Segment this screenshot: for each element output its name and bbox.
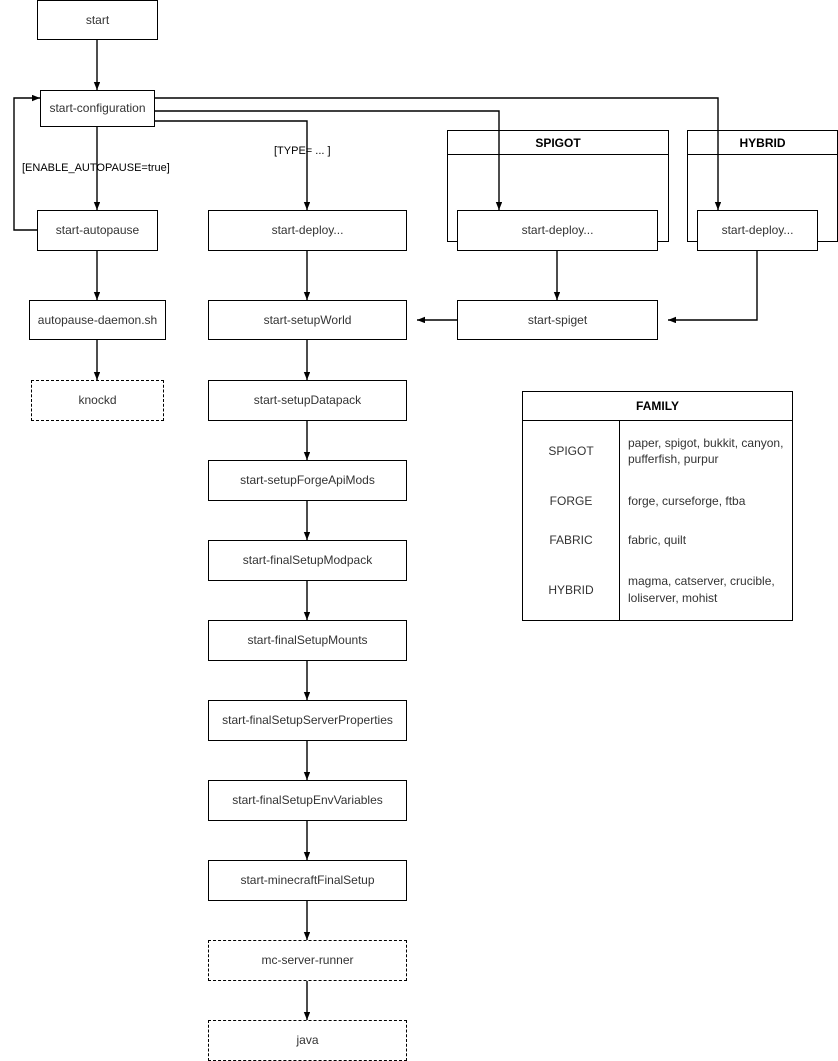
node-start-final-setup-modpack[interactable]: start-finalSetupModpack: [208, 540, 407, 581]
node-start-final-setup-modpack-label: start-finalSetupModpack: [242, 553, 373, 567]
node-start-spiget-label: start-spiget: [527, 312, 588, 327]
node-start-deploy-spigot-label: start-deploy...: [521, 223, 594, 237]
node-start-deploy-hybrid-label: start-deploy...: [721, 223, 794, 237]
family-key: HYBRID: [523, 559, 620, 620]
node-start-final-setup-mounts[interactable]: start-finalSetupMounts: [208, 620, 407, 661]
edge-configuration-to-main-deploy: [155, 120, 311, 210]
family-value: magma, catserver, crucible, loliserver, …: [628, 574, 775, 605]
node-start-autopause-label: start-autopause: [55, 223, 140, 237]
node-start-setup-world[interactable]: start-setupWorld: [208, 300, 407, 340]
node-start-setup-forge-api-mods-label: start-setupForgeApiMods: [240, 473, 375, 487]
node-start-deploy-main[interactable]: start-deploy...: [208, 210, 407, 251]
node-java[interactable]: java: [208, 1020, 407, 1061]
family-value: paper, spigot, bukkit, canyon, pufferfis…: [628, 436, 784, 467]
node-start-final-setup-server-properties[interactable]: start-finalSetupServerProperties: [208, 700, 407, 741]
node-start-setup-datapack[interactable]: start-setupDatapack: [208, 380, 407, 421]
node-start-autopause[interactable]: start-autopause: [37, 210, 158, 251]
node-mc-server-runner-label: mc-server-runner: [261, 953, 354, 967]
family-key: SPIGOT: [523, 420, 620, 482]
table-row: SPIGOT paper, spigot, bukkit, canyon, pu…: [523, 420, 792, 482]
node-start-deploy-hybrid[interactable]: start-deploy...: [697, 210, 818, 251]
node-autopause-daemon[interactable]: autopause-daemon.sh: [29, 300, 166, 340]
family-key: FORGE: [523, 481, 620, 521]
group-spigot-title: SPIGOT: [448, 131, 668, 155]
node-start-setup-world-label: start-setupWorld: [263, 312, 352, 327]
family-value: fabric, quilt: [628, 532, 687, 547]
node-start-final-setup-env-variables[interactable]: start-finalSetupEnvVariables: [208, 780, 407, 821]
node-start-final-setup-env-variables-label: start-finalSetupEnvVariables: [232, 793, 383, 807]
node-start[interactable]: start: [37, 0, 158, 40]
edge-hybrid-deploy-to-spiget: [668, 251, 758, 324]
node-start-minecraft-final-setup-label: start-minecraftFinalSetup: [240, 873, 375, 887]
family-legend: FAMILY SPIGOT paper, spigot, bukkit, can…: [522, 391, 793, 621]
node-start-setup-datapack-label: start-setupDatapack: [253, 393, 362, 407]
table-row: FORGE forge, curseforge, ftba: [523, 481, 792, 521]
node-start-setup-forge-api-mods[interactable]: start-setupForgeApiMods: [208, 460, 407, 501]
edge-label-enable-autopause: [ENABLE_AUTOPAUSE=true]: [22, 162, 170, 174]
node-mc-server-runner[interactable]: mc-server-runner: [208, 940, 407, 981]
node-start-final-setup-mounts-label: start-finalSetupMounts: [247, 633, 368, 647]
node-autopause-daemon-label: autopause-daemon.sh: [37, 312, 158, 327]
node-java-label: java: [296, 1033, 319, 1047]
family-table: FAMILY SPIGOT paper, spigot, bukkit, can…: [523, 392, 792, 620]
group-hybrid-title: HYBRID: [688, 131, 837, 155]
table-row: FABRIC fabric, quilt: [523, 520, 792, 560]
node-start-configuration-label: start-configuration: [49, 101, 146, 115]
family-table-body: SPIGOT paper, spigot, bukkit, canyon, pu…: [523, 420, 792, 620]
family-key: FABRIC: [523, 520, 620, 560]
node-knockd-label: knockd: [78, 393, 117, 407]
node-knockd[interactable]: knockd: [31, 380, 164, 421]
family-table-title: FAMILY: [523, 392, 792, 421]
node-start-spiget[interactable]: start-spiget: [457, 300, 658, 340]
edge-label-type: [TYPE= ... ]: [274, 145, 331, 157]
table-row: HYBRID magma, catserver, crucible, lolis…: [523, 559, 792, 620]
node-start-label: start: [85, 12, 110, 27]
node-start-configuration[interactable]: start-configuration: [40, 90, 155, 127]
node-start-minecraft-final-setup[interactable]: start-minecraftFinalSetup: [208, 860, 407, 901]
node-start-deploy-main-label: start-deploy...: [271, 223, 344, 237]
family-value: forge, curseforge, ftba: [628, 494, 746, 509]
node-start-deploy-spigot[interactable]: start-deploy...: [457, 210, 658, 251]
node-start-final-setup-server-properties-label: start-finalSetupServerProperties: [222, 713, 393, 727]
